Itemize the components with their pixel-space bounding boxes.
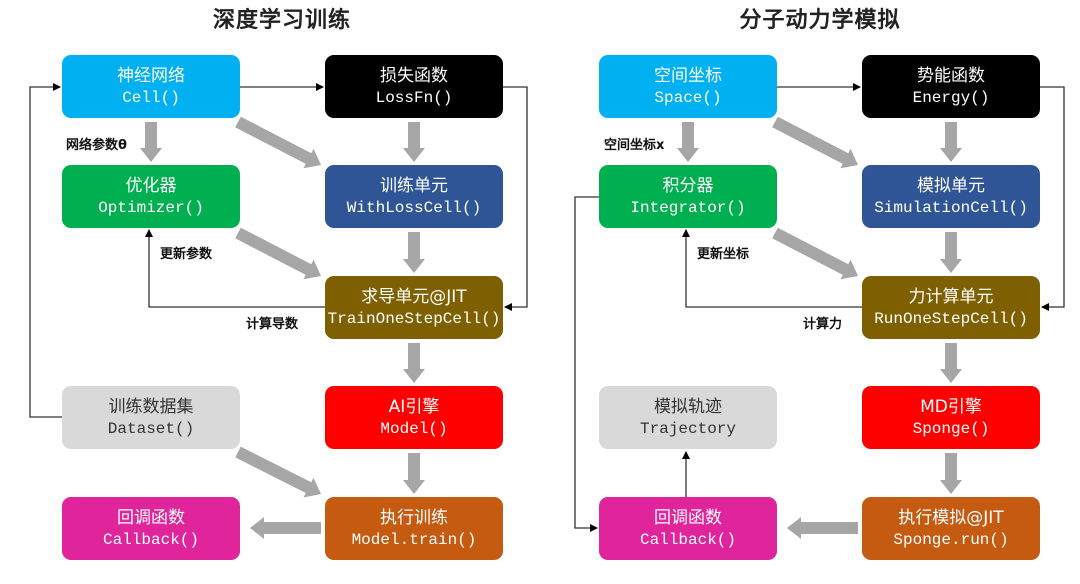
node-title: 神经网络 (117, 65, 185, 86)
node-code: Integrator() (630, 198, 746, 217)
node-code: Model.train() (351, 530, 477, 549)
thick-arrow-cell-to-optimizer-training (140, 122, 162, 162)
node-title: MD引擎 (920, 396, 982, 417)
node-title: 训练单元 (380, 175, 448, 196)
node-code: Callback() (102, 530, 199, 549)
arrow-loss-to-grad-training (503, 86, 528, 311)
node-title: 空间坐标 (654, 65, 722, 86)
node-title: AI引擎 (388, 396, 440, 417)
node-optimizer-simulation: 积分器 Integrator() (599, 165, 777, 228)
node-code: TrainOneStepCell() (327, 309, 501, 328)
thick-arrow-withloss-to-grad-training (403, 232, 425, 273)
node-code: Dataset() (107, 419, 195, 438)
node-loss-simulation: 势能函数 Energy() (862, 55, 1040, 118)
node-title: 回调函数 (654, 507, 722, 528)
thick-arrow-optimizer-to-grad-simulation (772, 227, 858, 280)
node-callback-simulation: 回调函数 Callback() (599, 497, 777, 560)
node-title: 损失函数 (380, 65, 448, 86)
thick-arrow-withloss-to-grad-simulation (940, 232, 962, 273)
arrow-grad-to-optimizer-training (145, 229, 325, 308)
label-network-params: 网络参数θ (66, 138, 127, 153)
node-title: 执行训练 (380, 507, 448, 528)
thick-arrow-engine-to-run-training (403, 453, 425, 494)
diagram-title-deep-learning: 深度学习训练 (212, 7, 351, 33)
node-title: 执行模拟@JIT (898, 507, 1004, 528)
node-withloss-training: 训练单元 WithLossCell() (325, 165, 503, 228)
node-code: Energy() (912, 88, 990, 107)
node-title: 训练数据集 (108, 396, 194, 417)
thick-arrow-loss-to-withloss-simulation (940, 122, 962, 162)
thick-arrow-optimizer-to-grad-training (235, 227, 321, 280)
node-title: 模拟轨迹 (654, 396, 722, 417)
node-code: Model() (380, 419, 448, 438)
node-code: RunOneStepCell() (874, 309, 1028, 328)
node-code: Space() (654, 88, 722, 107)
thick-arrow-grad-to-engine-training (403, 343, 425, 383)
node-run-training: 执行训练 Model.train() (325, 497, 503, 560)
node-code: Optimizer() (98, 198, 204, 217)
node-title: 势能函数 (917, 65, 985, 86)
node-loss-training: 损失函数 LossFn() (325, 55, 503, 118)
label-compute-force: 计算力 (803, 317, 843, 332)
node-title: 模拟单元 (917, 175, 985, 196)
node-code: Sponge() (912, 419, 990, 438)
thick-arrow-run-to-callback-training (250, 517, 321, 539)
arrow-loss-to-grad-simulation (1040, 86, 1065, 311)
node-grad-training: 求导单元@JIT TrainOneStepCell() (325, 276, 503, 339)
label-update-coords: 更新坐标 (697, 247, 750, 262)
node-engine-simulation: MD引擎 Sponge() (862, 386, 1040, 449)
thick-arrow-cell-to-withloss-training (235, 116, 321, 169)
label-update-params: 更新参数 (160, 247, 213, 262)
node-withloss-simulation: 模拟单元 SimulationCell() (862, 165, 1040, 228)
label-space-coords: 空间坐标x (604, 138, 665, 153)
node-code: Trajectory (639, 419, 736, 438)
thick-arrow-grad-to-engine-simulation (940, 343, 962, 383)
node-cell-simulation: 空间坐标 Space() (599, 55, 777, 118)
node-dataset-simulation: 模拟轨迹 Trajectory (599, 386, 777, 449)
thick-arrow-loss-to-withloss-training (403, 122, 425, 162)
diagram-title-molecular-dynamics: 分子动力学模拟 (739, 7, 901, 33)
arrow-grad-to-optimizer-simulation (682, 229, 862, 308)
node-title: 优化器 (125, 175, 177, 196)
node-optimizer-training: 优化器 Optimizer() (62, 165, 240, 228)
label-compute-gradient: 计算导数 (246, 317, 299, 332)
node-title: 回调函数 (117, 507, 185, 528)
node-code: Cell() (122, 88, 180, 107)
node-code: Sponge.run() (893, 530, 1009, 549)
node-code: SimulationCell() (874, 198, 1028, 217)
node-title: 积分器 (662, 175, 714, 196)
node-run-simulation: 执行模拟@JIT Sponge.run() (862, 497, 1040, 560)
node-cell-training: 神经网络 Cell() (62, 55, 240, 118)
node-grad-simulation: 力计算单元 RunOneStepCell() (862, 276, 1040, 339)
thick-arrow-dataset-to-run-training (235, 446, 321, 498)
node-code: WithLossCell() (346, 198, 482, 217)
arrow-dataset-to-cell-training (29, 83, 62, 418)
node-title: 求导单元@JIT (361, 286, 467, 307)
node-code: LossFn() (375, 88, 453, 107)
node-callback-training: 回调函数 Callback() (62, 497, 240, 560)
node-code: Callback() (639, 530, 736, 549)
node-title: 力计算单元 (908, 286, 994, 307)
node-engine-training: AI引擎 Model() (325, 386, 503, 449)
node-dataset-training: 训练数据集 Dataset() (62, 386, 240, 449)
thick-arrow-run-to-callback-simulation (787, 517, 858, 539)
thick-arrow-cell-to-withloss-simulation (772, 116, 858, 169)
thick-arrow-cell-to-optimizer-simulation (677, 122, 699, 162)
arrow-integrator-to-callback-simulation (574, 196, 599, 532)
thick-arrow-engine-to-run-simulation (940, 453, 962, 494)
